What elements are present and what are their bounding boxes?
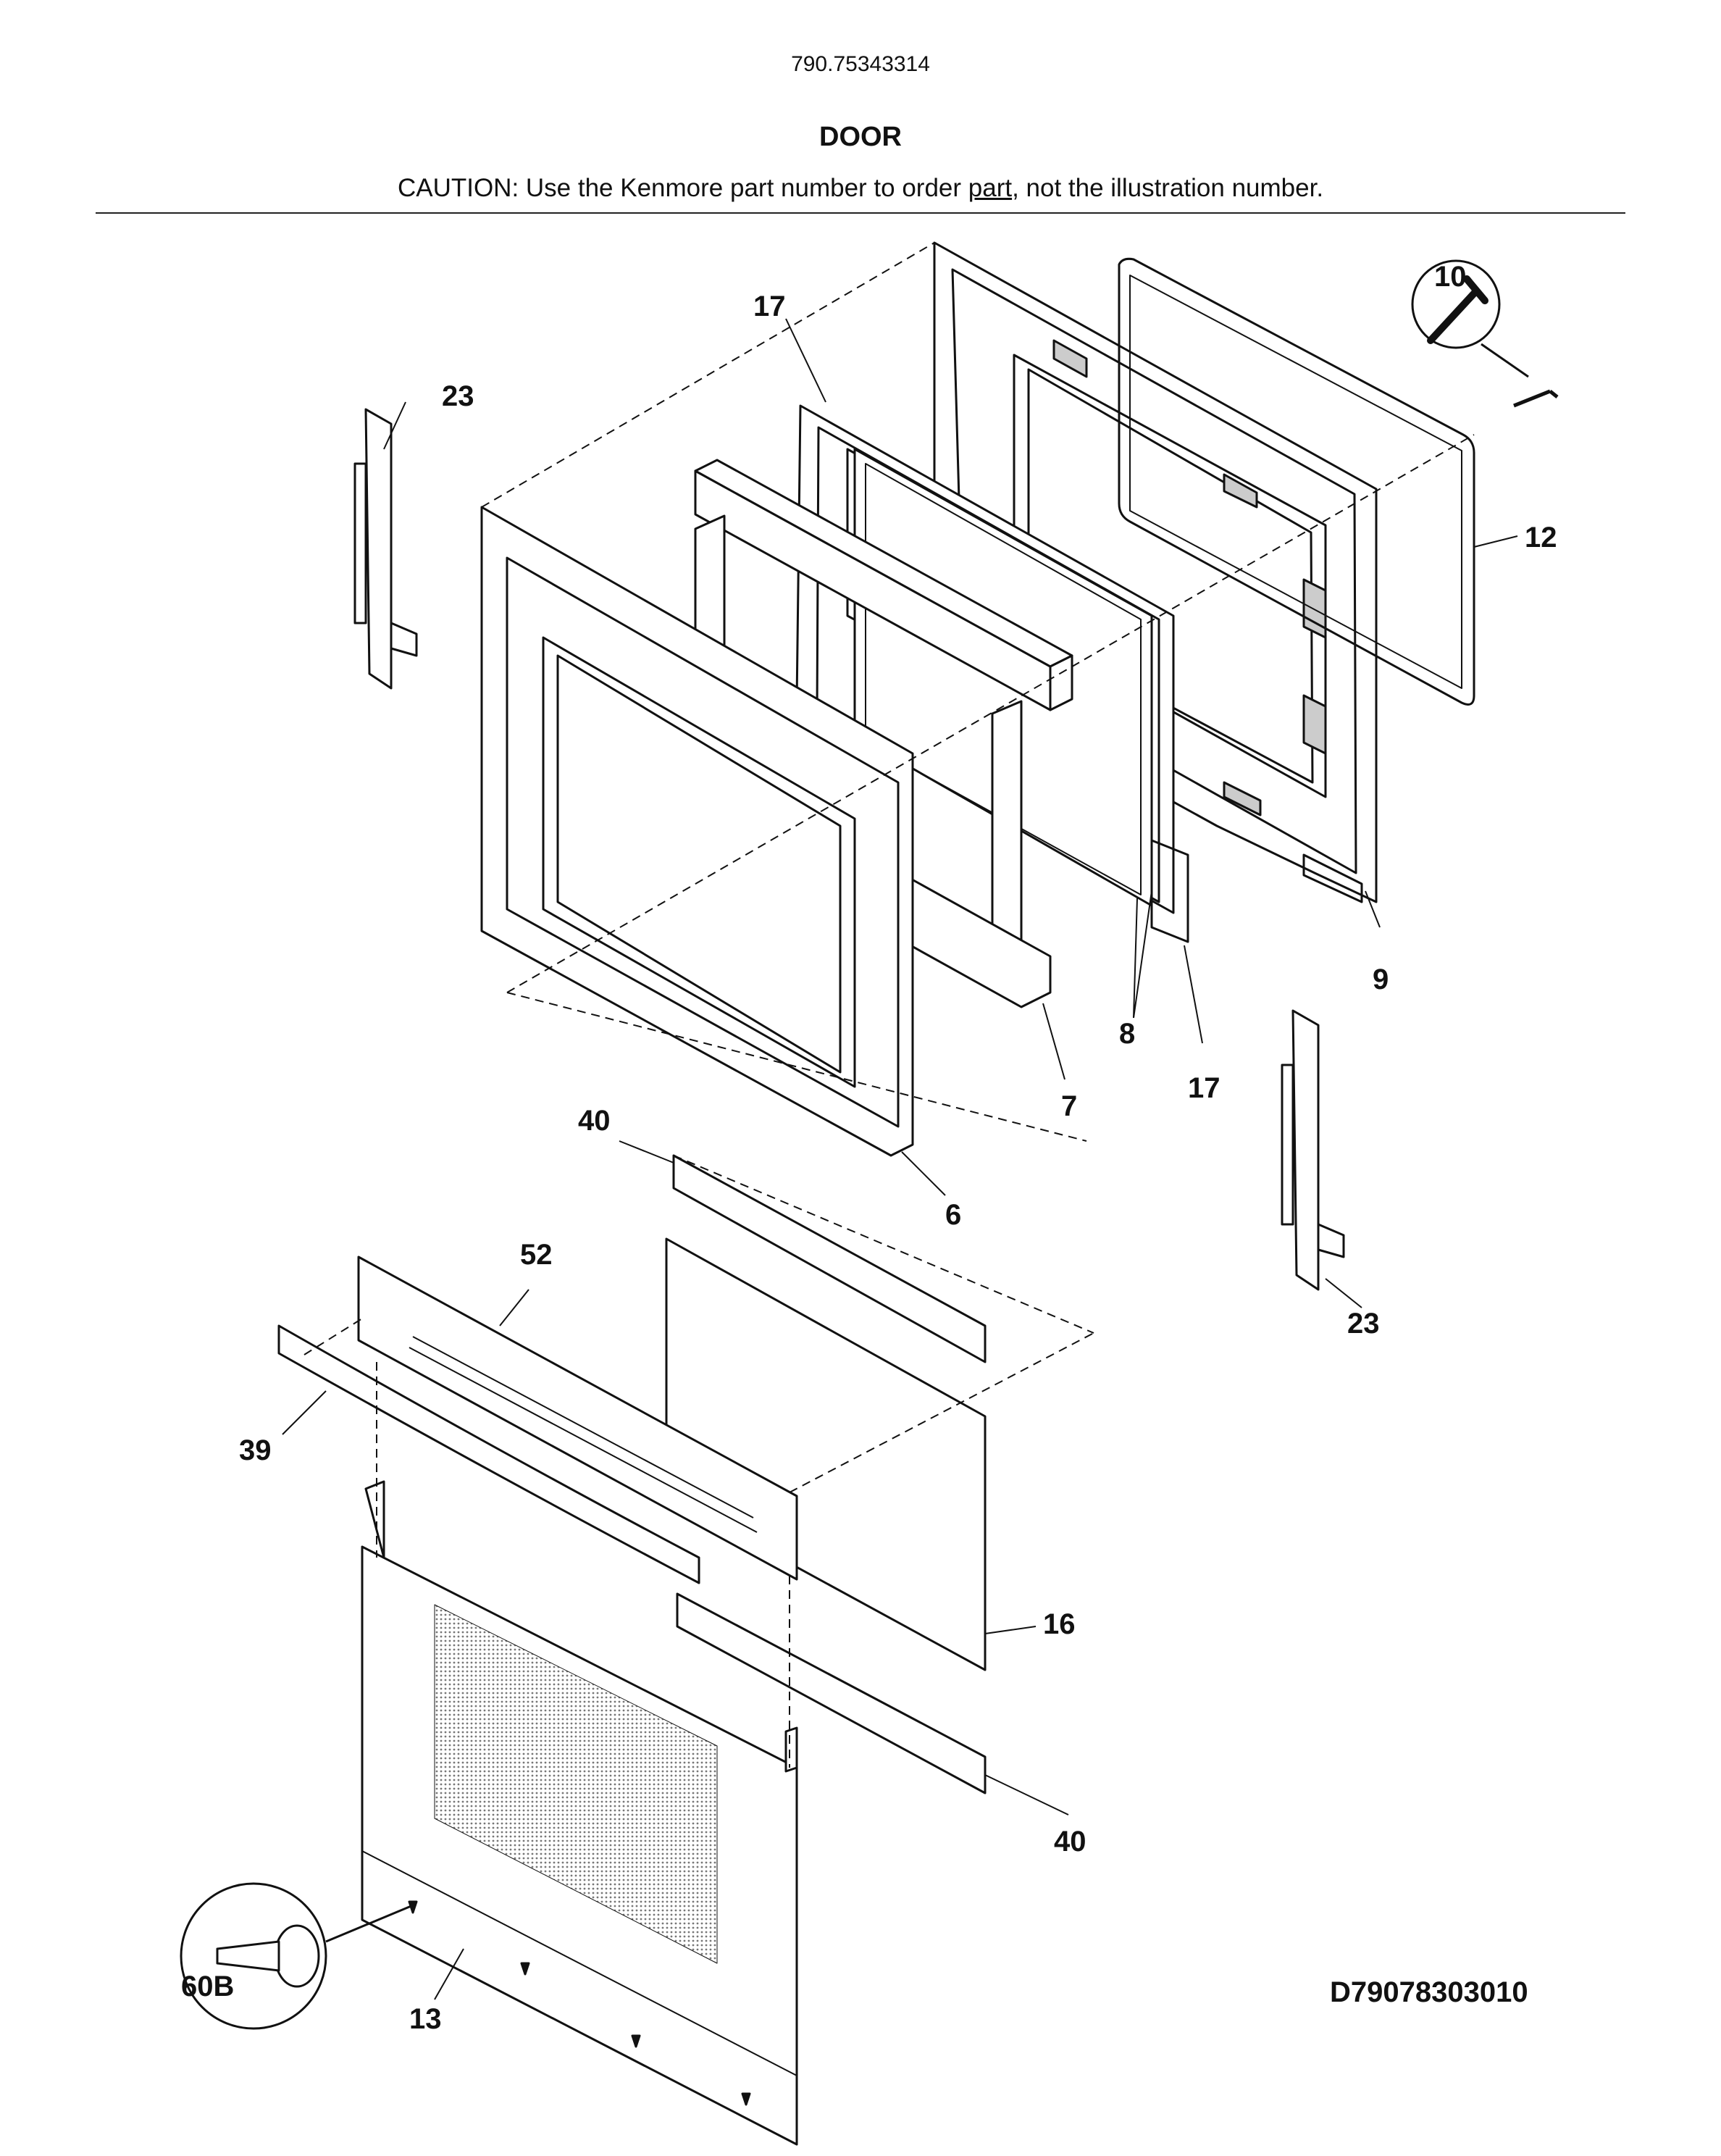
callout-40-top: 40 xyxy=(578,1105,611,1137)
hinge-right xyxy=(1281,1009,1345,1291)
door-channel-upper xyxy=(672,1154,987,1363)
callout-10: 10 xyxy=(1434,261,1467,293)
caution-prefix: CAUTION: Use the Kenmore part number to … xyxy=(397,174,968,202)
caution-note: CAUTION: Use the Kenmore part number to … xyxy=(0,174,1721,203)
callout-52: 52 xyxy=(520,1239,553,1271)
page-title: DOOR xyxy=(819,122,902,152)
handle-support xyxy=(357,1255,798,1581)
outer-door-panel xyxy=(361,1480,798,2146)
model-number: 790.75343314 xyxy=(791,52,930,76)
caution-part-word: part xyxy=(968,174,1013,202)
callout-17-top: 17 xyxy=(753,291,786,322)
callout-6: 6 xyxy=(945,1199,961,1231)
callout-17-bottom: 17 xyxy=(1188,1072,1220,1104)
inner-glass-sheet xyxy=(665,1237,987,1671)
callout-16: 16 xyxy=(1043,1608,1076,1640)
outer-door-frame xyxy=(480,506,914,1157)
screw-detail-circle xyxy=(1411,259,1559,408)
hinge-left xyxy=(353,408,418,690)
alignment-lines xyxy=(303,242,1475,1768)
callout-12: 12 xyxy=(1525,522,1557,553)
door-channel-lower xyxy=(676,1592,987,1794)
callout-23-left: 23 xyxy=(442,380,474,412)
leader-lines xyxy=(282,318,1518,2000)
callout-7: 7 xyxy=(1061,1090,1077,1122)
diagram-id: D79078303010 xyxy=(1330,1976,1528,2008)
screw-detail-60b xyxy=(180,1882,414,2030)
callout-13: 13 xyxy=(409,2003,442,2035)
caution-suffix: , not the illustration number. xyxy=(1012,174,1324,202)
callout-40-bottom: 40 xyxy=(1054,1826,1086,1858)
door-handle xyxy=(277,1324,700,1584)
door-gasket xyxy=(1118,257,1475,706)
callout-9: 9 xyxy=(1373,964,1389,995)
callout-60b: 60B xyxy=(181,1971,234,2002)
callout-23-right: 23 xyxy=(1347,1308,1380,1340)
screw-small xyxy=(408,1900,751,2106)
callout-8: 8 xyxy=(1119,1018,1135,1050)
callout-39: 39 xyxy=(239,1434,272,1466)
header-divider xyxy=(96,212,1625,214)
